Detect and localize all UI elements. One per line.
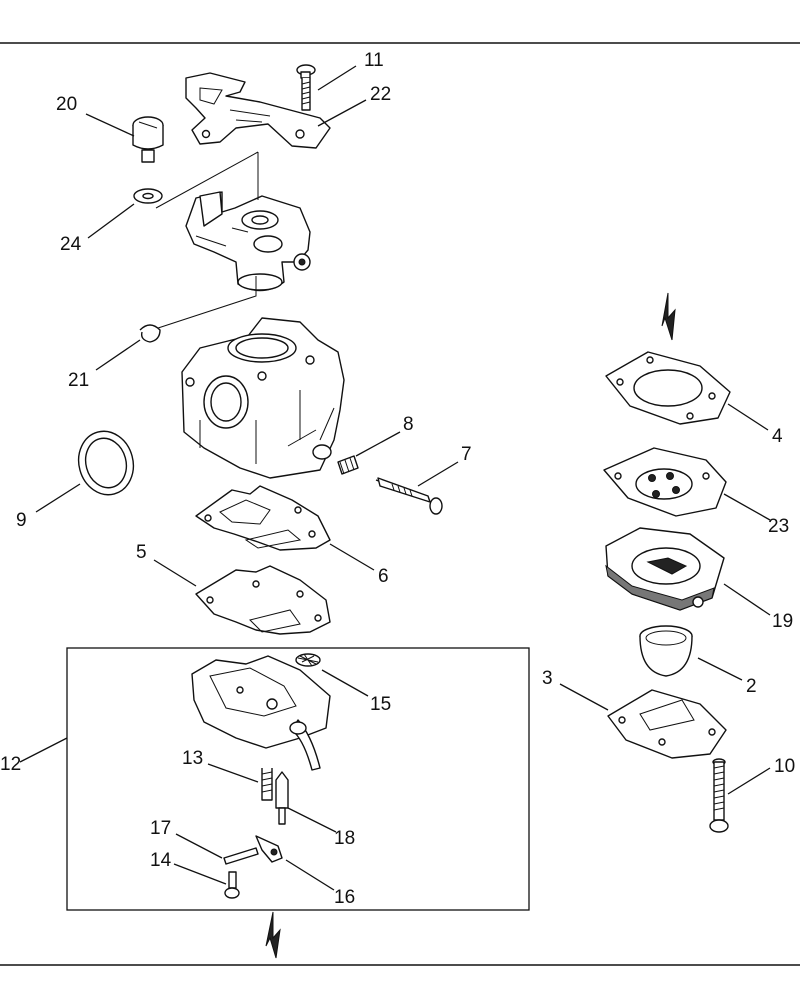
part-16-lever xyxy=(255,835,283,863)
part-10-long-screw xyxy=(709,758,729,833)
callout-18: 18 xyxy=(334,828,355,849)
callout-6: 6 xyxy=(378,566,389,587)
callout-20: 20 xyxy=(56,94,77,115)
part-14-small-screw xyxy=(224,871,240,899)
part-8-spring xyxy=(337,455,359,475)
part-7-needle xyxy=(375,477,443,515)
part-11-screw xyxy=(296,64,316,111)
callout-13: 13 xyxy=(182,748,203,769)
part-22-bracket xyxy=(185,72,331,149)
part-23-diaphragm xyxy=(603,447,727,517)
callout-4: 4 xyxy=(772,426,783,447)
part-20-adjust-screw xyxy=(132,116,164,163)
callout-12: 12 xyxy=(0,754,21,775)
carburetor-body xyxy=(181,317,345,479)
callout-17: 17 xyxy=(150,818,171,839)
callout-21: 21 xyxy=(68,370,89,391)
callout-11: 11 xyxy=(364,50,384,71)
callout-3: 3 xyxy=(542,668,553,689)
linkage-line-lower xyxy=(151,276,257,331)
subassembly-box xyxy=(66,647,530,911)
break-arrow-top xyxy=(661,292,676,341)
part-3-cover-plate xyxy=(607,689,727,759)
callout-24: 24 xyxy=(60,234,82,255)
callout-7: 7 xyxy=(461,444,472,465)
throttle-assembly xyxy=(185,191,311,292)
part-21-clip xyxy=(139,324,161,343)
part-13-spring xyxy=(261,768,273,801)
part-6-gasket xyxy=(195,485,331,551)
part-5-diaphragm xyxy=(195,565,331,635)
callout-10: 10 xyxy=(774,756,795,777)
callout-19: 19 xyxy=(772,611,793,632)
linkage-line-upper xyxy=(155,151,259,209)
part-19-pump-cover xyxy=(605,527,725,611)
part-2-primer-cup xyxy=(639,625,693,677)
part-15-filter-screen xyxy=(295,653,321,667)
part-12-metering-body xyxy=(191,655,331,771)
callout-9: 9 xyxy=(16,510,27,531)
part-9-o-ring xyxy=(77,430,135,496)
callout-5: 5 xyxy=(136,542,147,563)
callout-16: 16 xyxy=(334,887,355,908)
callout-23: 23 xyxy=(768,516,789,537)
part-17-pin xyxy=(223,847,259,865)
part-18-inlet-needle xyxy=(275,771,289,825)
callout-14: 14 xyxy=(150,850,172,871)
break-arrow-bottom xyxy=(265,911,281,959)
callout-8: 8 xyxy=(403,414,414,435)
part-4-gasket xyxy=(605,351,731,425)
part-24-washer xyxy=(133,188,163,204)
leader-lines xyxy=(19,65,771,891)
callout-15: 15 xyxy=(370,694,391,715)
callout-2: 2 xyxy=(746,676,757,697)
callout-22: 22 xyxy=(370,84,391,105)
